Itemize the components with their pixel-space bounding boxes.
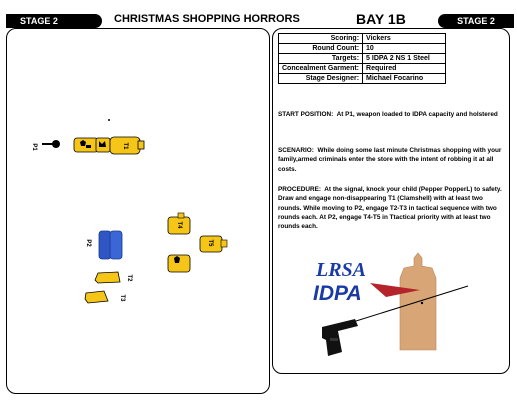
no-shoot-hands-icon: [80, 140, 91, 148]
popper-marker: [108, 119, 110, 121]
bay-label: BAY 1B: [356, 11, 406, 27]
t5-label: T5: [207, 239, 213, 247]
logo-area: LRSA IDPA: [313, 252, 469, 356]
procedure-text: At the signal, knock your child (Pepper …: [278, 186, 502, 231]
t3-label: T3: [119, 294, 125, 302]
idpa-swoosh-icon: [370, 283, 420, 297]
target-t5-head: [220, 239, 228, 248]
barrels: P2: [85, 230, 123, 260]
start-position-text: At P1, weapon loaded to IDPA capacity an…: [336, 111, 498, 118]
impact-dot: [420, 301, 424, 305]
stage-info-table: Scoring:Vickers Round Count:10 Targets:5…: [277, 33, 446, 84]
scenario-section: SCENARIO: While doing some last minute C…: [278, 146, 506, 174]
t1-label: T1: [122, 142, 128, 150]
stage-diagram-panel: [6, 28, 270, 394]
info-value: Michael Focarino: [362, 73, 446, 84]
no-shoot-hands-icon: [174, 256, 180, 263]
target-t5-group: T5: [199, 235, 228, 253]
barrel: [98, 230, 112, 260]
p2-label: P2: [85, 239, 91, 247]
stage-badge-left: STAGE 2: [6, 14, 102, 28]
target-t2-group: T2: [94, 271, 132, 284]
barrel: [109, 230, 123, 260]
procedure-label: PROCEDURE:: [278, 186, 321, 193]
info-row-designer: Stage Designer:Michael Focarino: [277, 73, 446, 84]
target-t3-group: T3: [84, 290, 125, 304]
stage-badge-right: STAGE 2: [438, 14, 514, 28]
scenario-text: While doing some last minute Christmas s…: [278, 147, 502, 173]
info-label: Stage Designer:: [277, 73, 364, 84]
p1-dot: [52, 140, 60, 148]
target-t3: [84, 290, 109, 304]
position-p1: P1: [31, 140, 60, 151]
target-t1-head: [137, 140, 145, 150]
p1-label: P1: [31, 143, 37, 151]
start-position-section: START POSITION: At P1, weapon loaded to …: [278, 110, 506, 119]
pistol-icon: [322, 319, 358, 356]
stage-title: CHRISTMAS SHOPPING HORRORS: [114, 13, 300, 25]
idpa-logo-text: IDPA: [313, 282, 362, 305]
start-position-label: START POSITION:: [278, 111, 334, 118]
lrsa-logo-text: LRSA: [315, 259, 366, 281]
scenario-label: SCENARIO:: [278, 147, 314, 154]
t4-label: T4: [176, 221, 182, 229]
target-t1-group: T1: [73, 119, 145, 155]
no-shoot-hands-icon: [99, 141, 106, 147]
stage-info-panel: [272, 28, 510, 374]
t2-label: T2: [126, 274, 132, 282]
target-t4-head: [177, 212, 185, 219]
laser-line: [339, 285, 469, 327]
p1-bar: [42, 143, 56, 145]
procedure-section: PROCEDURE: At the signal, knock your chi…: [278, 185, 506, 231]
target-t2: [94, 271, 121, 284]
target-t4-group: T4: [167, 212, 191, 273]
target-no-shoot: [167, 254, 191, 273]
